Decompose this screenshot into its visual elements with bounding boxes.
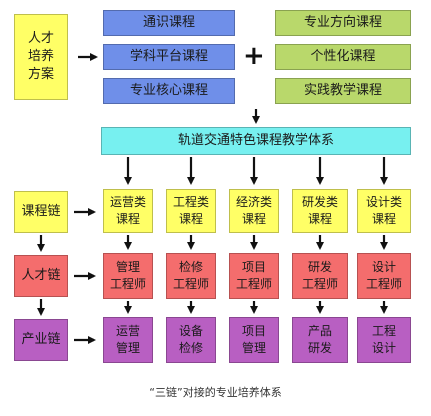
course-chain-item: 工程类 课程 — [166, 189, 216, 233]
discipline-platform-course-box: 学科平台课程 — [103, 44, 235, 70]
direction-course-box: 专业方向课程 — [275, 10, 411, 36]
course-chain-item: 研发类 课程 — [292, 189, 348, 233]
talent-program-box: 人才 培养 方案 — [14, 14, 68, 100]
plus-sign: + — [243, 41, 265, 71]
practice-course-box: 实践教学课程 — [275, 78, 411, 104]
personalized-course-box: 个性化课程 — [275, 44, 411, 70]
talent-chain-item: 研发 工程师 — [292, 253, 348, 299]
general-course-box: 通识课程 — [103, 10, 235, 36]
talent-chain-item: 检修 工程师 — [166, 253, 216, 299]
course-chain-item: 运营类 课程 — [103, 189, 153, 233]
course-chain-item: 设计类 课程 — [357, 189, 411, 233]
rail-transit-course-system-box: 轨道交通特色课程教学体系 — [101, 127, 411, 155]
course-chain-item: 经济类 课程 — [229, 189, 279, 233]
industry-chain-item: 运营 管理 — [103, 317, 153, 363]
industry-chain-item: 工程 设计 — [357, 317, 411, 363]
talent-chain-item: 设计 工程师 — [357, 253, 411, 299]
talent-chain-item: 项目 工程师 — [229, 253, 279, 299]
industry-chain-item: 设备 检修 — [166, 317, 216, 363]
core-course-box: 专业核心课程 — [103, 78, 235, 104]
industry-chain-label: 产业链 — [14, 319, 68, 361]
industry-chain-item: 产品 研发 — [292, 317, 348, 363]
talent-chain-label: 人才链 — [14, 255, 68, 297]
talent-chain-item: 管理 工程师 — [103, 253, 153, 299]
industry-chain-item: 项目 管理 — [229, 317, 279, 363]
figure-caption: “三链”对接的专业培养体系 — [149, 386, 282, 399]
course-chain-label: 课程链 — [14, 191, 68, 233]
